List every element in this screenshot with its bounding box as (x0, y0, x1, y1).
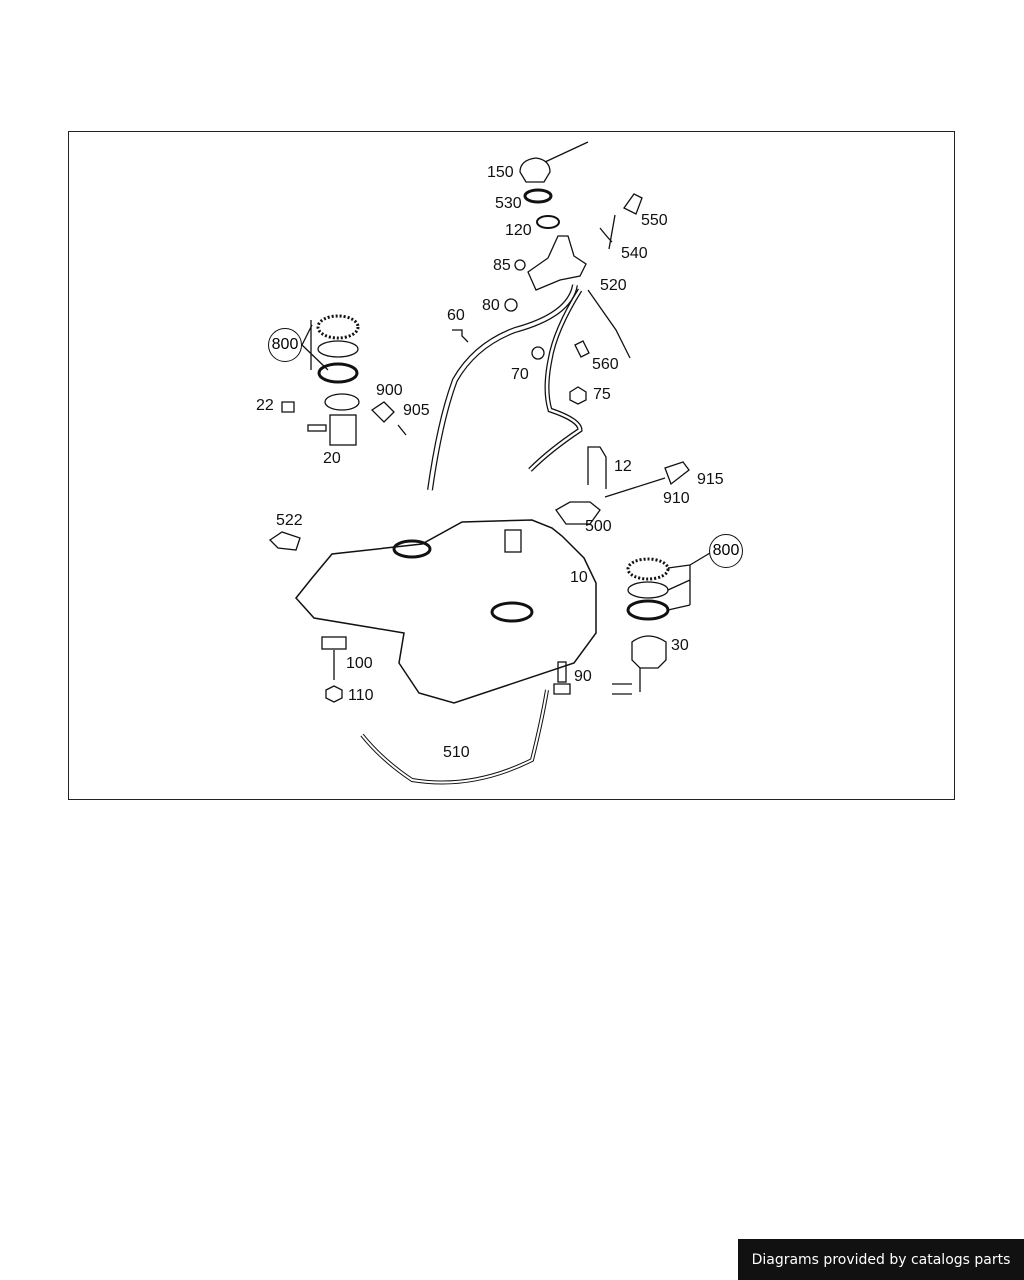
strap-510 (360, 689, 549, 785)
callout-540: 540 (621, 245, 648, 262)
filler-neck-520 (527, 235, 587, 291)
fuel-pump-30 (612, 635, 667, 695)
bolt-90 (553, 661, 571, 695)
callout-70: 70 (511, 366, 529, 383)
callout-910: 910 (663, 490, 690, 507)
callout-22: 22 (256, 397, 274, 414)
callout-100: 100 (346, 655, 373, 672)
fuel-pump-20 (307, 393, 360, 446)
ring-set-800-right (626, 552, 711, 621)
nut-110 (325, 685, 343, 703)
screw-60 (452, 329, 469, 343)
grommet-85 (514, 259, 526, 271)
callout-522: 522 (276, 512, 303, 529)
seal-530 (523, 188, 553, 204)
credit-text: Diagrams provided by catalogs parts (751, 1251, 1011, 1268)
ring-120 (536, 215, 560, 229)
callout-80: 80 (482, 297, 500, 314)
callout-520: 520 (600, 277, 627, 294)
callout-20: 20 (323, 450, 341, 467)
seal-900 (370, 401, 395, 423)
clip-22 (281, 401, 295, 413)
clip-560 (574, 340, 590, 358)
callout-12: 12 (614, 458, 632, 475)
fuel-tank-10 (295, 519, 597, 704)
credit-banner: Diagrams provided by catalogs parts (738, 1239, 1024, 1280)
callout-75: 75 (593, 386, 611, 403)
ring-set-800-left (301, 314, 360, 384)
clip-522 (268, 531, 301, 551)
callout-110: 110 (348, 687, 374, 704)
grommet-70 (531, 346, 545, 360)
callout-800-right: 800 (709, 534, 743, 568)
vent-tube (587, 289, 631, 359)
callout-90: 90 (574, 668, 592, 685)
callout-85: 85 (493, 257, 511, 274)
sensor-910 (664, 461, 690, 486)
diagram-frame (68, 131, 955, 800)
callout-560: 560 (592, 356, 619, 373)
callout-10: 10 (570, 569, 588, 586)
sensor-500 (555, 501, 601, 525)
callout-510: 510 (443, 744, 470, 761)
callout-500: 500 (585, 518, 612, 535)
bracket-12 (587, 446, 607, 489)
callout-900: 900 (376, 382, 403, 399)
valve-905 (397, 424, 407, 436)
callout-800-left: 800 (268, 328, 302, 362)
callout-120: 120 (505, 222, 532, 239)
callout-530: 530 (495, 195, 522, 212)
plug-550 (623, 193, 643, 215)
callout-550: 550 (641, 212, 668, 229)
vent-line (528, 288, 583, 472)
callout-915: 915 (697, 471, 724, 488)
callout-30: 30 (671, 637, 689, 654)
nut-75 (569, 386, 587, 405)
screw-100 (321, 636, 347, 680)
callout-150: 150 (487, 164, 514, 181)
filler-cap-150 (519, 141, 589, 183)
spring-540 (599, 214, 616, 250)
callout-905: 905 (403, 402, 430, 419)
grommet-80 (504, 298, 518, 312)
callout-60: 60 (447, 307, 465, 324)
